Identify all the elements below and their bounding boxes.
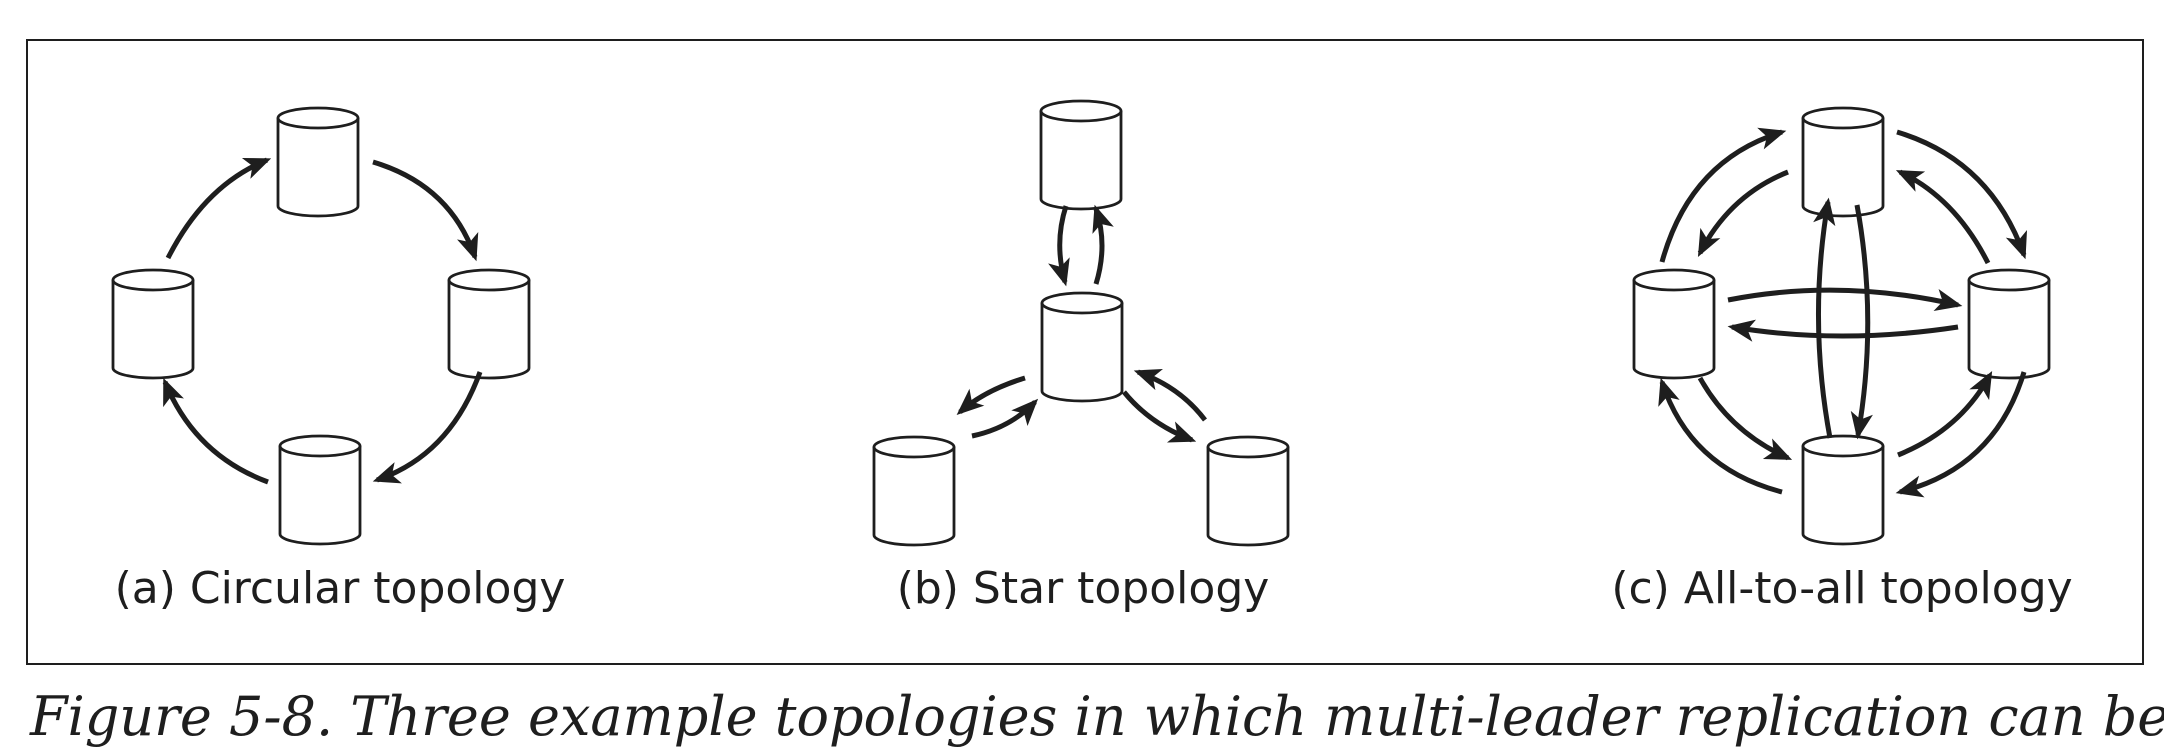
replication-arrow-top-to-right <box>1896 129 2028 260</box>
database-node-left <box>111 268 195 380</box>
panel-star <box>872 99 1290 547</box>
figure-frame <box>26 39 2144 665</box>
replication-arrow-top-to-hub <box>1048 205 1070 287</box>
replication-arrow-right-to-left <box>1727 319 1959 342</box>
database-node-bottom <box>1801 434 1885 546</box>
replication-arrow-left-to-top <box>1659 127 1787 263</box>
replication-arrow-bottom-to-left <box>1658 377 1783 495</box>
replication-arrow-hub-to-bottom-left <box>956 375 1026 415</box>
database-node-right <box>1967 268 2051 380</box>
replication-arrow-bottom-right-to-hub <box>1133 368 1207 422</box>
replication-arrow-left-to-bottom <box>1697 376 1793 461</box>
database-node-right <box>447 268 531 380</box>
replication-arrow-hub-to-top <box>1092 204 1114 285</box>
replication-arrow-top-to-right <box>372 159 479 262</box>
database-node-bottom-right <box>1206 435 1290 547</box>
database-node-bottom-left <box>872 435 956 547</box>
database-node-top <box>1801 106 1885 218</box>
database-node-top <box>276 106 360 218</box>
replication-arrow-bottom-to-right <box>1897 371 1993 458</box>
replication-arrow-right-to-top <box>1895 169 1991 265</box>
replication-arrow-top-to-bottom <box>1850 204 1873 440</box>
replication-arrow-bottom-to-top <box>1813 197 1836 439</box>
replication-arrow-left-to-top <box>165 157 272 260</box>
panel-circular <box>111 106 531 546</box>
replication-arrow-left-to-right <box>1727 287 1963 311</box>
replication-arrow-right-to-bottom <box>372 371 483 484</box>
figure-caption: Figure 5-8. Three example topologies in … <box>29 685 2164 748</box>
database-node-top <box>1039 99 1123 211</box>
replication-arrow-right-to-bottom <box>1895 371 2027 498</box>
database-node-bottom <box>278 434 362 546</box>
replication-arrow-bottom-left-to-hub <box>971 398 1039 439</box>
replication-arrow-hub-to-bottom-right <box>1122 390 1197 443</box>
panel-b-label: (b) Star topology <box>897 563 1270 614</box>
database-node-left <box>1632 268 1716 380</box>
replication-arrow-bottom-to-left <box>162 377 269 485</box>
database-node-hub <box>1040 291 1124 403</box>
panel-c-label: (c) All-to-all topology <box>1611 563 2072 614</box>
panel-all-to-all <box>1632 106 2051 546</box>
replication-arrow-top-to-left <box>1697 169 1789 257</box>
panel-a-label: (a) Circular topology <box>115 563 566 614</box>
